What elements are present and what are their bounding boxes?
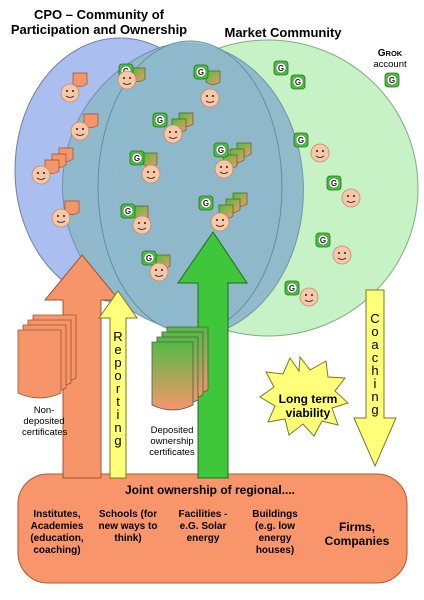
cpo-title: CPO – Community of Participation and Own… [10, 7, 188, 37]
grok-account-word: account [373, 59, 407, 70]
reporting-letter: n [114, 420, 122, 435]
bottom-item-facilities: Facilities - e.G. Solar energy [178, 509, 228, 544]
non-deposited-certificate-stack [17, 314, 77, 399]
reporting-letter: R [113, 329, 123, 344]
reporting-arrow [98, 290, 138, 479]
grok-big-letter: G [377, 48, 386, 59]
coaching-arrow [353, 289, 397, 468]
reporting-letter: t [116, 394, 120, 409]
bottom-item-institutes: Institutes, Academies (education, coachi… [30, 509, 84, 556]
grok-small-letters: ROK [385, 49, 403, 58]
reporting-letter: e [114, 342, 122, 357]
reporting-letter: g [114, 433, 122, 448]
grok-account-label: GROK account [361, 48, 419, 70]
bottom-item-firms: Firms, Companies [324, 520, 390, 548]
deposited-arrow [177, 231, 248, 479]
non-deposited-label: Non-deposited certificates [22, 405, 68, 438]
coaching-letter: a [371, 337, 379, 352]
reporting-letter: p [114, 355, 122, 370]
reporting-letter: i [116, 407, 120, 422]
coaching-letter: C [370, 311, 380, 326]
deposited-certificate-stack [151, 326, 209, 411]
non-deposited-arrow [43, 254, 121, 479]
reporting-letter: o [114, 368, 122, 383]
coaching-letter: i [373, 376, 377, 391]
bottom-item-buildings: Buildings (e.g. low energy houses) [252, 509, 298, 556]
coaching-letter: g [371, 402, 379, 417]
coaching-letter: o [371, 324, 379, 339]
coaching-letter: h [371, 363, 379, 378]
coaching-letter: c [371, 350, 379, 365]
long-term-viability-label: Long term viability [278, 392, 338, 420]
viability-star [259, 355, 349, 437]
coaching-letter: n [371, 389, 379, 404]
joint-ownership-title: Joint ownership of regional.... [124, 483, 295, 497]
market-title: Market Community [224, 25, 342, 40]
bottom-item-schools: Schools (for new ways to think) [98, 509, 158, 544]
deposited-label: Deposited ownership certificates [149, 425, 195, 458]
reporting-letter: r [115, 381, 121, 396]
